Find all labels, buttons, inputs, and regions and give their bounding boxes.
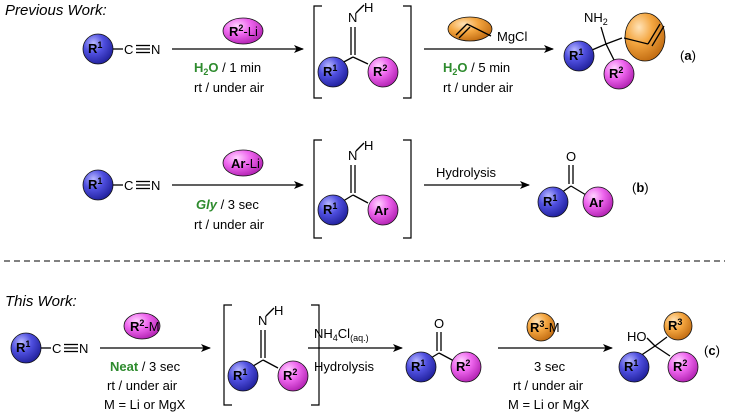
conditions-a2: H2O / 5 min bbox=[443, 60, 510, 77]
conditions-c3: 3 sec bbox=[534, 359, 566, 374]
svg-text:R1: R1 bbox=[323, 63, 337, 79]
nitrogen-atom: N bbox=[151, 42, 160, 57]
svg-text:Ar: Ar bbox=[374, 203, 388, 218]
previous-work-header: Previous Work: bbox=[5, 2, 107, 19]
nitrile-b: R1 C N bbox=[82, 169, 160, 201]
conditions-c3-line2: rt / under air bbox=[513, 378, 584, 393]
svg-text:R1: R1 bbox=[88, 176, 102, 192]
ketone-product-c: O R1 R2 bbox=[405, 316, 482, 383]
reagent-r2m: R2-M bbox=[123, 312, 161, 340]
conditions-a2-line2: rt / under air bbox=[443, 80, 514, 95]
conditions-c2-line2: Hydrolysis bbox=[314, 359, 374, 374]
svg-text:NH2: NH2 bbox=[584, 10, 608, 27]
svg-text:R2: R2 bbox=[283, 367, 297, 383]
svg-text:C: C bbox=[52, 341, 61, 356]
label-a: (a) bbox=[680, 48, 696, 63]
reagent-vinylmgcl: MgCl bbox=[447, 16, 527, 44]
conditions-a1: H2O / 1 min bbox=[194, 60, 261, 77]
reagent-r3m: R3-M bbox=[526, 312, 560, 342]
nitrile-a: R1 C N bbox=[82, 33, 160, 65]
svg-text:R2: R2 bbox=[673, 358, 687, 374]
r1-label: R1 bbox=[88, 40, 102, 56]
ketone-product-b: O R1 Ar bbox=[537, 149, 614, 218]
reagent-r2li: R2-Li bbox=[222, 17, 264, 45]
svg-text:R2: R2 bbox=[373, 63, 387, 79]
conditions-c2: NH4Cl(aq.) bbox=[314, 326, 369, 343]
svg-text:H: H bbox=[364, 138, 373, 153]
svg-text:R1: R1 bbox=[233, 367, 247, 383]
alcohol-product-c: HO R3 R1 R2 bbox=[618, 311, 699, 383]
svg-text:R1: R1 bbox=[411, 358, 425, 374]
svg-text:O: O bbox=[434, 316, 444, 331]
svg-text:N: N bbox=[348, 148, 357, 163]
conditions-b1-line2: rt / under air bbox=[194, 217, 265, 232]
svg-text:N: N bbox=[151, 178, 160, 193]
svg-text:H: H bbox=[274, 303, 283, 318]
conditions-c1-line2: rt / under air bbox=[107, 378, 178, 393]
svg-text:C: C bbox=[124, 178, 133, 193]
svg-text:R2: R2 bbox=[456, 358, 470, 374]
svg-text:R2-M: R2-M bbox=[130, 318, 160, 334]
svg-text:R1: R1 bbox=[569, 47, 583, 63]
svg-text:R1: R1 bbox=[624, 358, 638, 374]
svg-text:R1: R1 bbox=[323, 201, 337, 217]
svg-text:R2: R2 bbox=[609, 65, 623, 81]
imine-intermediate-c: N H R1 R2 bbox=[223, 303, 320, 406]
svg-text:R2-Li: R2-Li bbox=[229, 23, 258, 39]
label-c: (c) bbox=[704, 343, 720, 358]
reagent-arli: Ar-Li bbox=[222, 149, 264, 177]
imine-intermediate-b: N H R1 Ar bbox=[313, 138, 412, 239]
svg-text:HO: HO bbox=[627, 329, 647, 344]
svg-text:Ar-Li: Ar-Li bbox=[231, 156, 260, 171]
svg-text:R3: R3 bbox=[668, 317, 682, 333]
svg-text:Ar: Ar bbox=[589, 195, 603, 210]
label-b: (b) bbox=[632, 180, 649, 195]
conditions-a1-line2: rt / under air bbox=[194, 80, 265, 95]
svg-text:O: O bbox=[566, 149, 576, 164]
this-work-header: This Work: bbox=[5, 293, 77, 310]
conditions-c1: Neat / 3 sec bbox=[110, 359, 181, 374]
conditions-b1: Gly / 3 sec bbox=[196, 197, 259, 212]
conditions-c1-line3: M = Li or MgX bbox=[104, 397, 186, 412]
svg-text:MgCl: MgCl bbox=[497, 29, 527, 44]
svg-text:H: H bbox=[364, 0, 373, 15]
imine-intermediate-a: N H R1 R2 bbox=[313, 0, 412, 99]
amine-product-a: NH2 R1 R2 bbox=[563, 10, 666, 90]
nitrile-c: R1 C N bbox=[10, 332, 88, 364]
svg-text:N: N bbox=[258, 313, 267, 328]
conditions-c3-line3: M = Li or MgX bbox=[508, 397, 590, 412]
svg-text:R1: R1 bbox=[543, 193, 557, 209]
svg-text:R1: R1 bbox=[16, 339, 30, 355]
svg-text:N: N bbox=[348, 10, 357, 25]
svg-text:N: N bbox=[79, 341, 88, 356]
carbon-atom: C bbox=[124, 42, 133, 57]
svg-text:R3-M: R3-M bbox=[530, 319, 560, 335]
hydrolysis-b: Hydrolysis bbox=[436, 165, 496, 180]
